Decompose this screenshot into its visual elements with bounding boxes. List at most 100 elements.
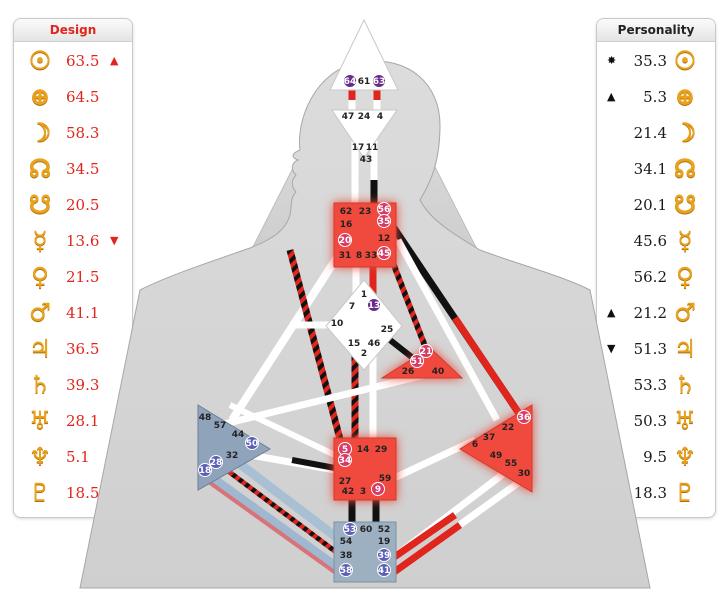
gate-number: 9 bbox=[375, 485, 381, 495]
gate-badge bbox=[517, 410, 531, 424]
personality-planet-row: ☊34.1 bbox=[597, 151, 715, 187]
gate-number: 43 bbox=[360, 155, 373, 165]
solar-plexus-center bbox=[459, 404, 533, 493]
earth-icon: ⊕ bbox=[29, 82, 51, 111]
sun-icon: ☉ bbox=[28, 46, 52, 75]
pluto-icon: ♇ bbox=[673, 478, 697, 507]
gate-number: 14 bbox=[357, 445, 370, 455]
gate-number: 51 bbox=[411, 357, 424, 367]
gate-number: 33 bbox=[365, 251, 378, 261]
planet-value: 51.3 bbox=[633, 340, 667, 358]
gate-number: 29 bbox=[375, 445, 388, 455]
gate-badge bbox=[377, 563, 391, 577]
planet-value: 20.5 bbox=[66, 196, 100, 214]
gate-badge bbox=[339, 563, 353, 577]
planet-value: 18.3 bbox=[633, 484, 667, 502]
gate-number: 49 bbox=[490, 451, 503, 461]
gate-number: 15 bbox=[348, 339, 361, 349]
design-planet-row: ♄39.3 bbox=[14, 367, 132, 403]
gate-number: 60 bbox=[360, 525, 373, 535]
planet-value: 5.1 bbox=[66, 448, 90, 466]
gate-number: 35 bbox=[378, 217, 391, 227]
personality-planet-row: ♃ 51.3 ▼ bbox=[597, 331, 715, 367]
mercury-icon: ☿ bbox=[32, 226, 48, 255]
planet-value: 64.5 bbox=[66, 88, 100, 106]
design-panel: Design ☉63.5▲⊕64.5☽58.3☊34.5☋20.5☿13.6▼♀… bbox=[13, 18, 133, 518]
gate-number: 21 bbox=[420, 347, 433, 357]
gate-number: 19 bbox=[378, 537, 391, 547]
design-planet-row: ♅28.1 bbox=[14, 403, 132, 439]
gate-number: 18 bbox=[199, 466, 212, 476]
gate-badge bbox=[338, 233, 352, 247]
gate-number: 12 bbox=[378, 234, 391, 244]
gate-number: 56 bbox=[378, 205, 391, 215]
gate-badge bbox=[377, 548, 391, 562]
planet-value: 34.1 bbox=[633, 160, 667, 178]
planet-value: 34.5 bbox=[66, 160, 100, 178]
gate-number: 30 bbox=[518, 469, 531, 479]
design-planet-row: ☽58.3 bbox=[14, 115, 132, 151]
fixing-arrow-icon: ▼ bbox=[110, 234, 119, 247]
gate-number: 59 bbox=[379, 474, 392, 484]
gate-number: 57 bbox=[214, 421, 227, 431]
gate-number: 41 bbox=[378, 566, 391, 576]
gate-number: 58 bbox=[340, 566, 353, 576]
gate-number: 61 bbox=[358, 77, 371, 87]
gate-number: 62 bbox=[340, 207, 353, 217]
design-planet-row: ⊕ 64.5 bbox=[14, 79, 132, 115]
planet-value: 53.3 bbox=[633, 376, 667, 394]
sun-icon: ☉ bbox=[673, 46, 697, 75]
north-node-icon: ☊ bbox=[28, 154, 52, 183]
fixing-arrow-icon: ▲ bbox=[110, 54, 119, 67]
planet-value: 18.5 bbox=[66, 484, 100, 502]
gate-number: 44 bbox=[232, 430, 245, 440]
neptune-icon: ♆ bbox=[28, 442, 52, 471]
planet-value: 35.3 bbox=[633, 52, 667, 70]
gate-number: 48 bbox=[199, 413, 212, 423]
personality-planet-row: ☉35.3✸ bbox=[597, 43, 715, 79]
gate-number: 37 bbox=[483, 433, 496, 443]
gate-number: 42 bbox=[342, 487, 355, 497]
design-planet-row: ♇18.5 bbox=[14, 475, 132, 511]
gate-badge bbox=[198, 463, 212, 477]
gate-number: 7 bbox=[349, 302, 355, 312]
jupiter-icon: ♃ bbox=[673, 334, 697, 363]
planet-value: 21.4 bbox=[633, 124, 667, 142]
gate-number: 50 bbox=[246, 439, 259, 449]
venus-icon: ♀ bbox=[675, 262, 695, 291]
gate-number: 34 bbox=[339, 456, 352, 466]
personality-header: Personality bbox=[597, 19, 715, 42]
gate-badge bbox=[367, 298, 381, 312]
personality-planet-row: ♇ 18.3 bbox=[597, 475, 715, 511]
planet-value: 45.6 bbox=[633, 232, 667, 250]
planet-value: 36.5 bbox=[66, 340, 100, 358]
gate-number: 54 bbox=[340, 537, 353, 547]
mars-icon: ♂ bbox=[673, 298, 697, 327]
gate-number: 27 bbox=[339, 477, 352, 487]
gate-number: 3 bbox=[360, 487, 366, 497]
gate-number: 55 bbox=[505, 459, 518, 469]
gate-number: 36 bbox=[518, 413, 531, 423]
personality-panel: Personality ☉35.3✸⊕5.3▲☽21.4☊34.1☋20.1☿4… bbox=[596, 18, 716, 518]
gate-number: 5 bbox=[342, 445, 348, 455]
gate-number: 4 bbox=[377, 112, 383, 122]
fixing-arrow-icon: ▼ bbox=[607, 342, 616, 355]
venus-icon: ♀ bbox=[30, 262, 50, 291]
design-planet-row: ☋20.5 bbox=[14, 187, 132, 223]
gate-badge bbox=[343, 74, 357, 88]
jupiter-icon: ♃ bbox=[28, 334, 52, 363]
planet-value: 21.5 bbox=[66, 268, 100, 286]
saturn-icon: ♄ bbox=[673, 370, 697, 399]
gate-number: 53 bbox=[344, 525, 357, 535]
design-planet-row: ♆5.1▼ bbox=[14, 439, 132, 475]
gate-badge bbox=[245, 436, 259, 450]
planet-value: 20.1 bbox=[633, 196, 667, 214]
design-planet-row: ☉63.5▲ bbox=[14, 43, 132, 79]
planet-value: 9.5 bbox=[643, 448, 667, 466]
personality-planet-row: ♂21.2▲ bbox=[597, 295, 715, 331]
personality-planet-row: ☽21.4 bbox=[597, 115, 715, 151]
gate-badge bbox=[371, 482, 385, 496]
fixing-arrow-icon: ▲ bbox=[607, 90, 616, 103]
gate-badge bbox=[419, 344, 433, 358]
gate-badge bbox=[410, 354, 424, 368]
